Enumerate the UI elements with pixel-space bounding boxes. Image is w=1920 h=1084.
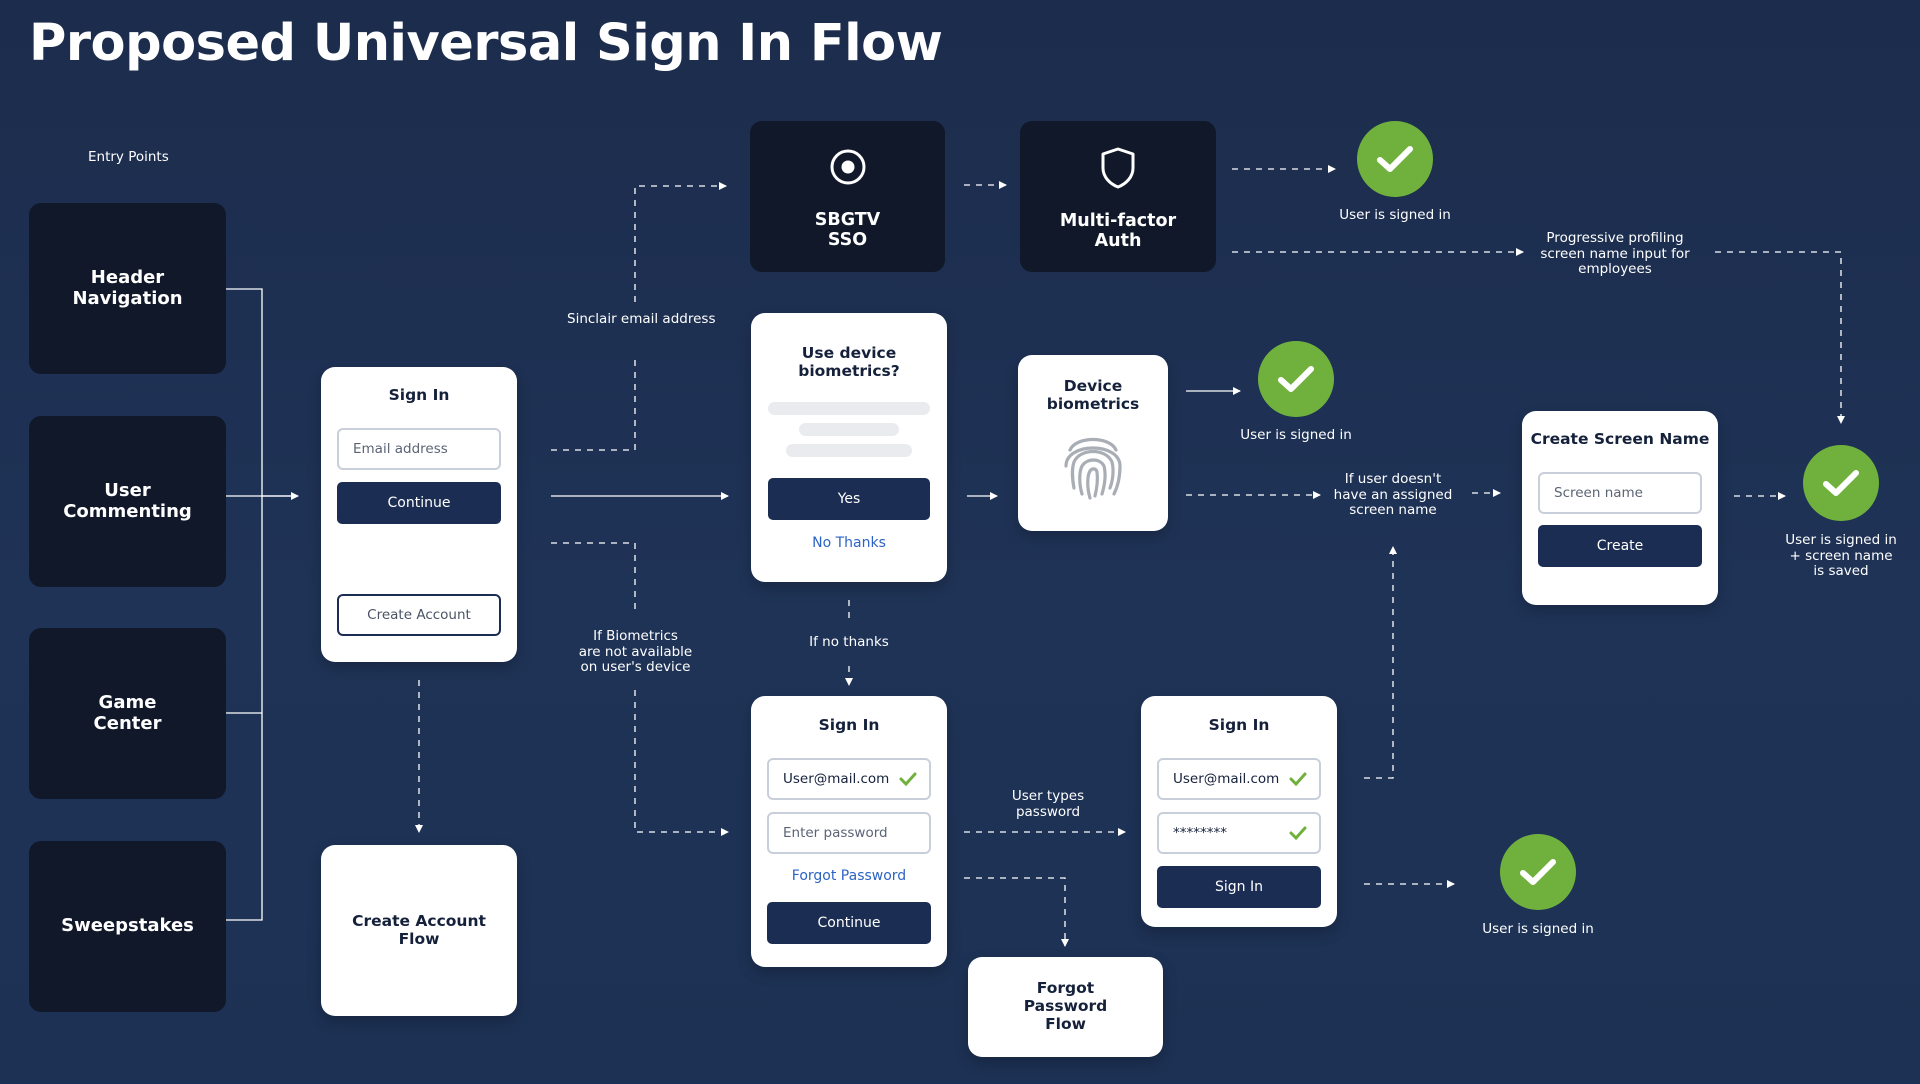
page-title: Proposed Universal Sign In Flow (29, 14, 943, 73)
signin-card-title: Sign In (388, 386, 450, 404)
signin-card: Sign In Email address Continue Create Ac… (321, 367, 517, 662)
mfa-label: Multi-factor Auth (1059, 211, 1177, 252)
user-types-password-label: User types password (1011, 788, 1085, 820)
biometrics-prompt-title: Use device biometrics? (798, 344, 900, 380)
biometrics-unavailable-label: If Biometrics are not available on user'… (578, 628, 693, 676)
create-account-button[interactable]: Create Account (337, 594, 501, 636)
sso-box[interactable]: SBGTV SSO (750, 121, 945, 272)
signin-filled-title: Sign In (1208, 716, 1270, 734)
forgot-password-flow-label: Forgot Password Flow (1023, 979, 1108, 1033)
signin-password-title: Sign In (818, 716, 880, 734)
success-check-icon (1357, 121, 1433, 197)
check-icon (1289, 772, 1307, 786)
email-field[interactable]: User@mail.com (767, 758, 931, 800)
entry-label: Header Navigation (72, 266, 183, 309)
entry-label: User Commenting (63, 479, 192, 522)
profiling-to-final (1715, 251, 1845, 424)
continue-button[interactable]: Continue (767, 902, 931, 944)
password-field[interactable]: Enter password (767, 812, 931, 854)
signed-in-saved-label: User is signed in + screen name is saved (1785, 532, 1897, 580)
entry-label: Sweepstakes (61, 915, 194, 937)
placeholder-line (768, 402, 930, 415)
entry-sweepstakes[interactable]: Sweepstakes (29, 841, 226, 1012)
placeholder-line (786, 444, 912, 457)
entry-points-label: Entry Points (88, 149, 169, 165)
create-button[interactable]: Create (1538, 525, 1702, 567)
entry-game-center[interactable]: Game Center (29, 628, 226, 799)
password-value: ******** (1173, 825, 1227, 841)
create-screen-name-card: Create Screen Name Screen name Create (1522, 411, 1718, 605)
check-icon (1289, 826, 1307, 840)
entry-user-commenting[interactable]: User Commenting (29, 416, 226, 587)
email-field[interactable]: Email address (337, 428, 501, 470)
signin-to-sso (551, 186, 726, 451)
email-value: User@mail.com (783, 771, 890, 787)
signed-in-label: User is signed in (1482, 921, 1594, 937)
device-biometrics-title: Device biometrics (1046, 377, 1140, 413)
screen-name-field[interactable]: Screen name (1538, 472, 1702, 514)
sinclair-email-label: Sinclair email address (567, 311, 716, 327)
signed-in-label: User is signed in (1240, 427, 1352, 443)
filled-to-no-screen-name (1364, 546, 1397, 779)
forgot-password-link[interactable]: Forgot Password (791, 868, 907, 884)
biometrics-prompt-card: Use device biometrics? Yes No Thanks (751, 313, 947, 582)
create-account-flow-label: Create Account Flow (352, 911, 486, 948)
no-thanks-link[interactable]: No Thanks (812, 535, 886, 551)
entry-bracket (223, 288, 298, 921)
signin-password-card: Sign In User@mail.com Enter password For… (751, 696, 947, 967)
signed-in-label: User is signed in (1339, 207, 1451, 223)
email-field[interactable]: User@mail.com (1157, 758, 1321, 800)
yes-button[interactable]: Yes (768, 478, 930, 520)
placeholder-line (799, 423, 899, 436)
success-check-icon (1500, 834, 1576, 910)
no-screen-name-label: If user doesn't have an assigned screen … (1333, 471, 1453, 519)
create-account-flow-card: Create Account Flow (321, 845, 517, 1016)
fingerprint-icon (1064, 438, 1122, 500)
continue-button[interactable]: Continue (337, 482, 501, 524)
target-icon (830, 149, 866, 185)
device-biometrics-card: Device biometrics (1018, 355, 1168, 531)
forgot-password-flow-card: Forgot Password Flow (968, 957, 1163, 1057)
signin-button[interactable]: Sign In (1157, 866, 1321, 908)
if-no-thanks-label: If no thanks (809, 634, 889, 650)
success-check-icon (1803, 445, 1879, 521)
mfa-box[interactable]: Multi-factor Auth (1020, 121, 1216, 272)
sso-label: SBGTV SSO (814, 210, 881, 251)
shield-icon (1101, 147, 1135, 189)
create-screen-name-title: Create Screen Name (1530, 430, 1710, 448)
entry-header-navigation[interactable]: Header Navigation (29, 203, 226, 374)
email-value: User@mail.com (1173, 771, 1280, 787)
progressive-profiling-label: Progressive profiling screen name input … (1540, 230, 1690, 278)
signin-filled-card: Sign In User@mail.com ******** Sign In (1141, 696, 1337, 927)
password-field[interactable]: ******** (1157, 812, 1321, 854)
signin-to-password (551, 542, 728, 832)
check-icon (899, 772, 917, 786)
success-check-icon (1258, 341, 1334, 417)
password-to-forgot (964, 877, 1069, 947)
entry-label: Game Center (93, 691, 162, 734)
